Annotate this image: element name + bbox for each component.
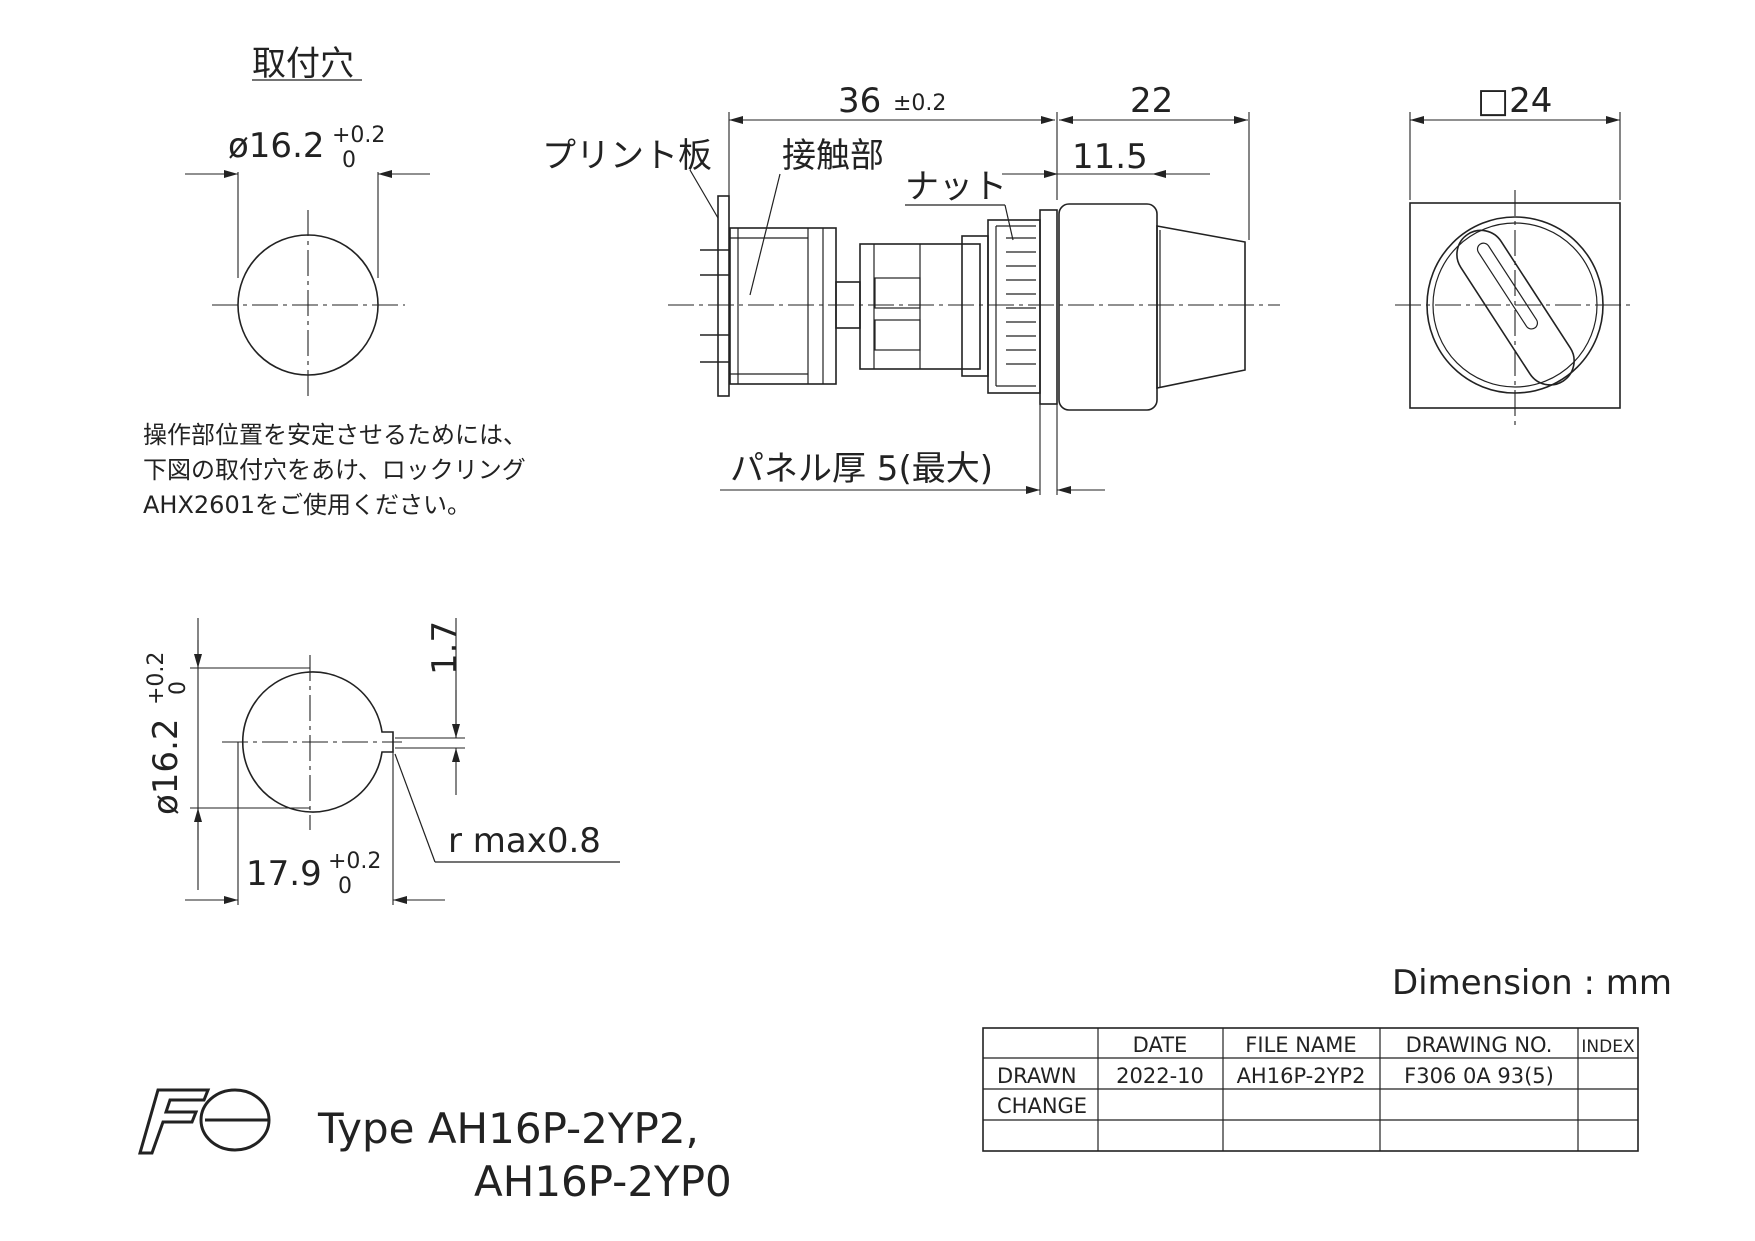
tb-row-drawn-label: DRAWN (997, 1064, 1077, 1088)
tb-header-drawing: DRAWING NO. (1406, 1033, 1553, 1057)
tb-header-index: INDEX (1581, 1037, 1635, 1057)
note-line-2: 下図の取付穴をあけ、ロックリング (143, 456, 526, 484)
tb-row-change-label: CHANGE (997, 1094, 1087, 1118)
dim-36-label: 36 (838, 81, 881, 121)
tb-row-drawn-date: 2022-10 (1116, 1064, 1204, 1088)
keyed-hole-outline (242, 671, 394, 813)
pcb-plate (717, 195, 730, 397)
tb-header-date: DATE (1133, 1033, 1188, 1057)
mounting-hole-view: 取付穴 ø16.2 +0.2 0 (185, 44, 430, 400)
fe-logo (138, 1088, 271, 1155)
label-pcb: プリント板 (542, 136, 712, 176)
dim-square-label: □24 (1477, 81, 1552, 121)
tb-row-drawn-file: AH16P-2YP2 (1237, 1064, 1366, 1088)
type-line-2: AH16P-2YP0 (474, 1157, 732, 1206)
label-contact: 接触部 (782, 136, 884, 176)
type-line-1: Type AH16P-2YP2, (317, 1104, 699, 1153)
radius-leader (394, 753, 436, 863)
dim-1-7-label: 1.7 (425, 621, 465, 675)
side-view: 36 ±0.2 22 11.5 プリント板 接触部 ナット (542, 81, 1280, 495)
keyed-hole-view: 1.7 ø16.2 +0.2 0 17.9 +0.2 0 r m (144, 618, 620, 905)
keyed-diameter-tol-lower: 0 (166, 681, 191, 695)
dim-36-tol: ±0.2 (893, 91, 946, 116)
note-line-3: AHX2601をご使用ください。 (143, 491, 471, 519)
keyed-diameter-label: ø16.2 (146, 718, 186, 815)
keyed-diameter-tol-upper: +0.2 (144, 652, 169, 705)
logo-f (138, 1088, 211, 1155)
selector-lever (1456, 229, 1575, 386)
body-latch-bottom (874, 319, 921, 351)
logo-e (199, 1088, 271, 1152)
tb-row-drawn-number: F306 0A 93(5) (1404, 1064, 1554, 1088)
units-label: Dimension : mm (1392, 963, 1672, 1003)
bezel (1058, 203, 1158, 411)
hole-tol-upper: +0.2 (332, 123, 385, 148)
label-nut: ナット (905, 167, 1007, 207)
label-panel-thickness: パネル厚 5(最大) (730, 449, 993, 489)
width-label: 17.9 (246, 854, 322, 894)
contact-block (729, 227, 837, 385)
panel-section (1039, 209, 1058, 405)
note-block: 操作部位置を安定させるためには、 下図の取付穴をあけ、ロックリング AHX260… (143, 421, 527, 519)
mounting-hole-title: 取付穴 (252, 44, 354, 84)
note-line-1: 操作部位置を安定させるためには、 (143, 421, 527, 449)
leader-nut (1004, 204, 1014, 241)
tb-header-file: FILE NAME (1245, 1033, 1356, 1057)
radius-label: r max0.8 (448, 821, 601, 861)
knob (1156, 225, 1246, 389)
width-tol-upper: +0.2 (328, 849, 381, 874)
dim-11-5-label: 11.5 (1072, 137, 1148, 177)
dim-22-label: 22 (1130, 81, 1173, 121)
threaded-bushing (961, 235, 989, 377)
leader-pcb (689, 169, 719, 219)
hole-diameter-label: ø16.2 (228, 126, 325, 166)
leader-contact (749, 173, 781, 296)
title-block: DATE FILE NAME DRAWING NO. INDEX DRAWN 2… (982, 1027, 1639, 1152)
nut-knurl (995, 225, 1036, 387)
hole-tol-lower: 0 (342, 148, 356, 173)
width-tol-lower: 0 (338, 874, 352, 899)
front-view: □24 (1395, 81, 1635, 425)
body-latch-top (874, 277, 921, 309)
